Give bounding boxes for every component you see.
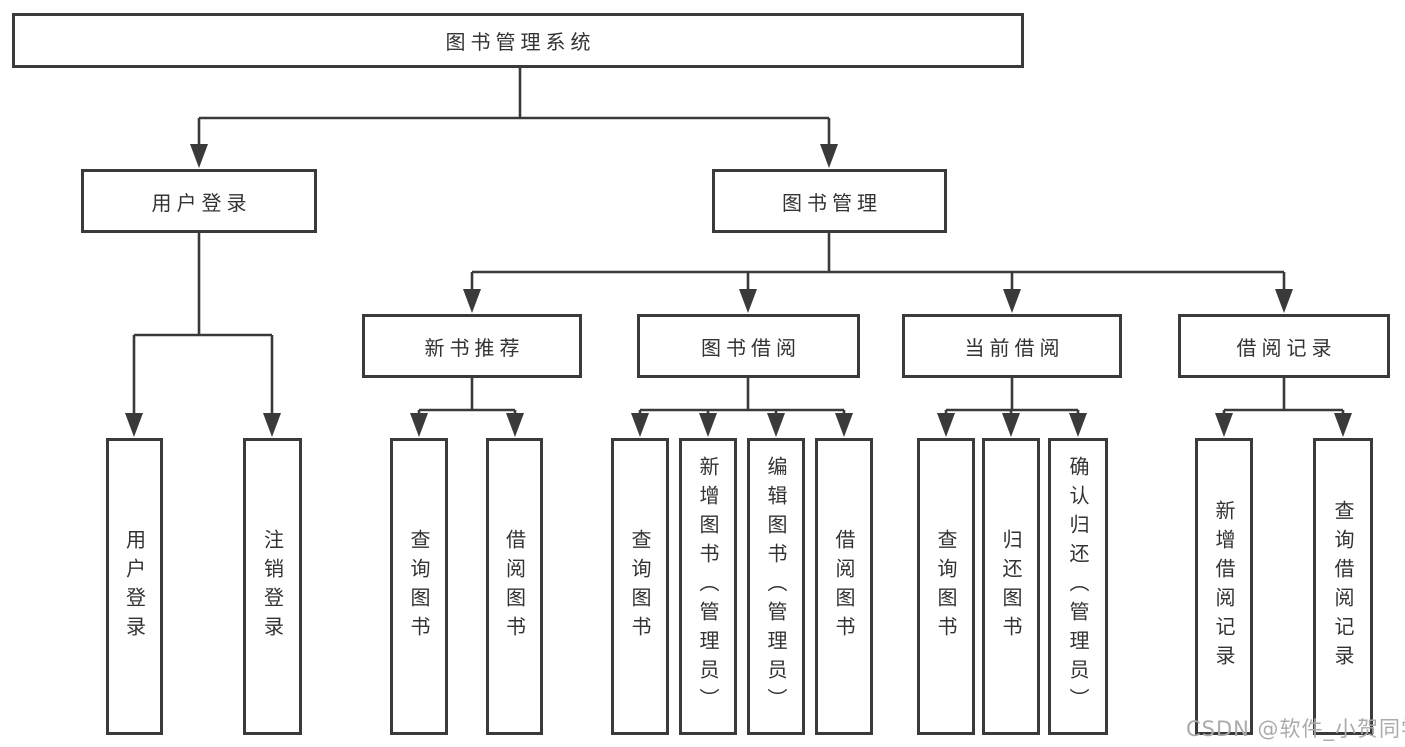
leaf-label: 借阅图书 xyxy=(832,528,856,645)
arrowhead-icon xyxy=(263,413,281,437)
leaf-label: 编辑图书（管理员） xyxy=(764,456,788,717)
node-book-borrow: 图书借阅 xyxy=(637,314,860,378)
leaf-label: 注销登录 xyxy=(260,528,285,645)
leaf-newbook-query-books: 查询图书 xyxy=(390,438,448,735)
connector-borrow-records-branch xyxy=(1222,378,1345,416)
connector-book-borrow-branch xyxy=(638,378,846,416)
node-new-book-recommend: 新书推荐 xyxy=(362,314,582,378)
arrowhead-icon xyxy=(463,289,481,313)
node-book-management: 图书管理 xyxy=(712,169,947,233)
connector-new-book-branch xyxy=(417,378,517,416)
leaf-current-confirm-return-admin: 确认归还（管理员） xyxy=(1048,438,1108,735)
arrowhead-icon xyxy=(125,413,143,437)
leaf-label: 查询借阅记录 xyxy=(1331,499,1355,674)
arrowhead-icon xyxy=(1275,289,1293,313)
leaf-label: 查询图书 xyxy=(934,528,958,645)
arrowhead-icon xyxy=(1334,413,1352,437)
leaf-label: 归还图书 xyxy=(999,528,1023,645)
arrowhead-icon xyxy=(631,413,649,437)
leaf-current-query-books: 查询图书 xyxy=(917,438,975,735)
node-borrow-records: 借阅记录 xyxy=(1178,314,1390,378)
arrowhead-icon xyxy=(835,413,853,437)
leaf-label: 用户登录 xyxy=(122,528,147,645)
leaf-label: 查询图书 xyxy=(407,528,431,645)
leaf-borrow-edit-book-admin: 编辑图书（管理员） xyxy=(747,438,805,735)
arrowhead-icon xyxy=(410,413,428,437)
connector-user-login-branch xyxy=(132,233,274,416)
node-root: 图书管理系统 xyxy=(12,13,1024,68)
arrowhead-icon xyxy=(1003,289,1021,313)
connector-current-borrow-branch xyxy=(944,378,1080,416)
arrowhead-icon xyxy=(1215,413,1233,437)
leaf-label: 查询图书 xyxy=(628,528,652,645)
csdn-watermark: CSDN @软件_小贺同学 xyxy=(1186,717,1405,741)
leaf-borrow-query-books: 查询图书 xyxy=(611,438,669,735)
arrowhead-icon xyxy=(190,144,208,168)
leaf-label: 确认归还（管理员） xyxy=(1066,456,1090,717)
leaf-borrow-borrow-books: 借阅图书 xyxy=(815,438,873,735)
leaf-label: 新增图书（管理员） xyxy=(696,456,720,717)
arrowhead-icon xyxy=(937,413,955,437)
connector-book-management-branch xyxy=(470,233,1286,292)
arrowhead-icon xyxy=(506,413,524,437)
leaf-newbook-borrow-books: 借阅图书 xyxy=(486,438,543,735)
node-user-login: 用户登录 xyxy=(81,169,317,233)
arrowhead-icon xyxy=(767,413,785,437)
leaf-records-query-record: 查询借阅记录 xyxy=(1313,438,1373,735)
arrowhead-icon xyxy=(699,413,717,437)
arrowhead-icon xyxy=(1069,413,1087,437)
leaf-user-login: 用户登录 xyxy=(106,438,163,735)
leaf-records-add-record: 新增借阅记录 xyxy=(1195,438,1253,735)
leaf-borrow-add-book-admin: 新增图书（管理员） xyxy=(679,438,737,735)
arrowhead-icon xyxy=(1002,413,1020,437)
leaf-logout: 注销登录 xyxy=(243,438,302,735)
leaf-label: 借阅图书 xyxy=(502,528,527,645)
node-current-borrow: 当前借阅 xyxy=(902,314,1122,378)
arrowhead-icon xyxy=(820,144,838,168)
leaf-current-return-books: 归还图书 xyxy=(982,438,1040,735)
connector-root-to-level2 xyxy=(197,68,831,146)
leaf-label: 新增借阅记录 xyxy=(1212,499,1236,674)
arrowhead-icon xyxy=(739,289,757,313)
